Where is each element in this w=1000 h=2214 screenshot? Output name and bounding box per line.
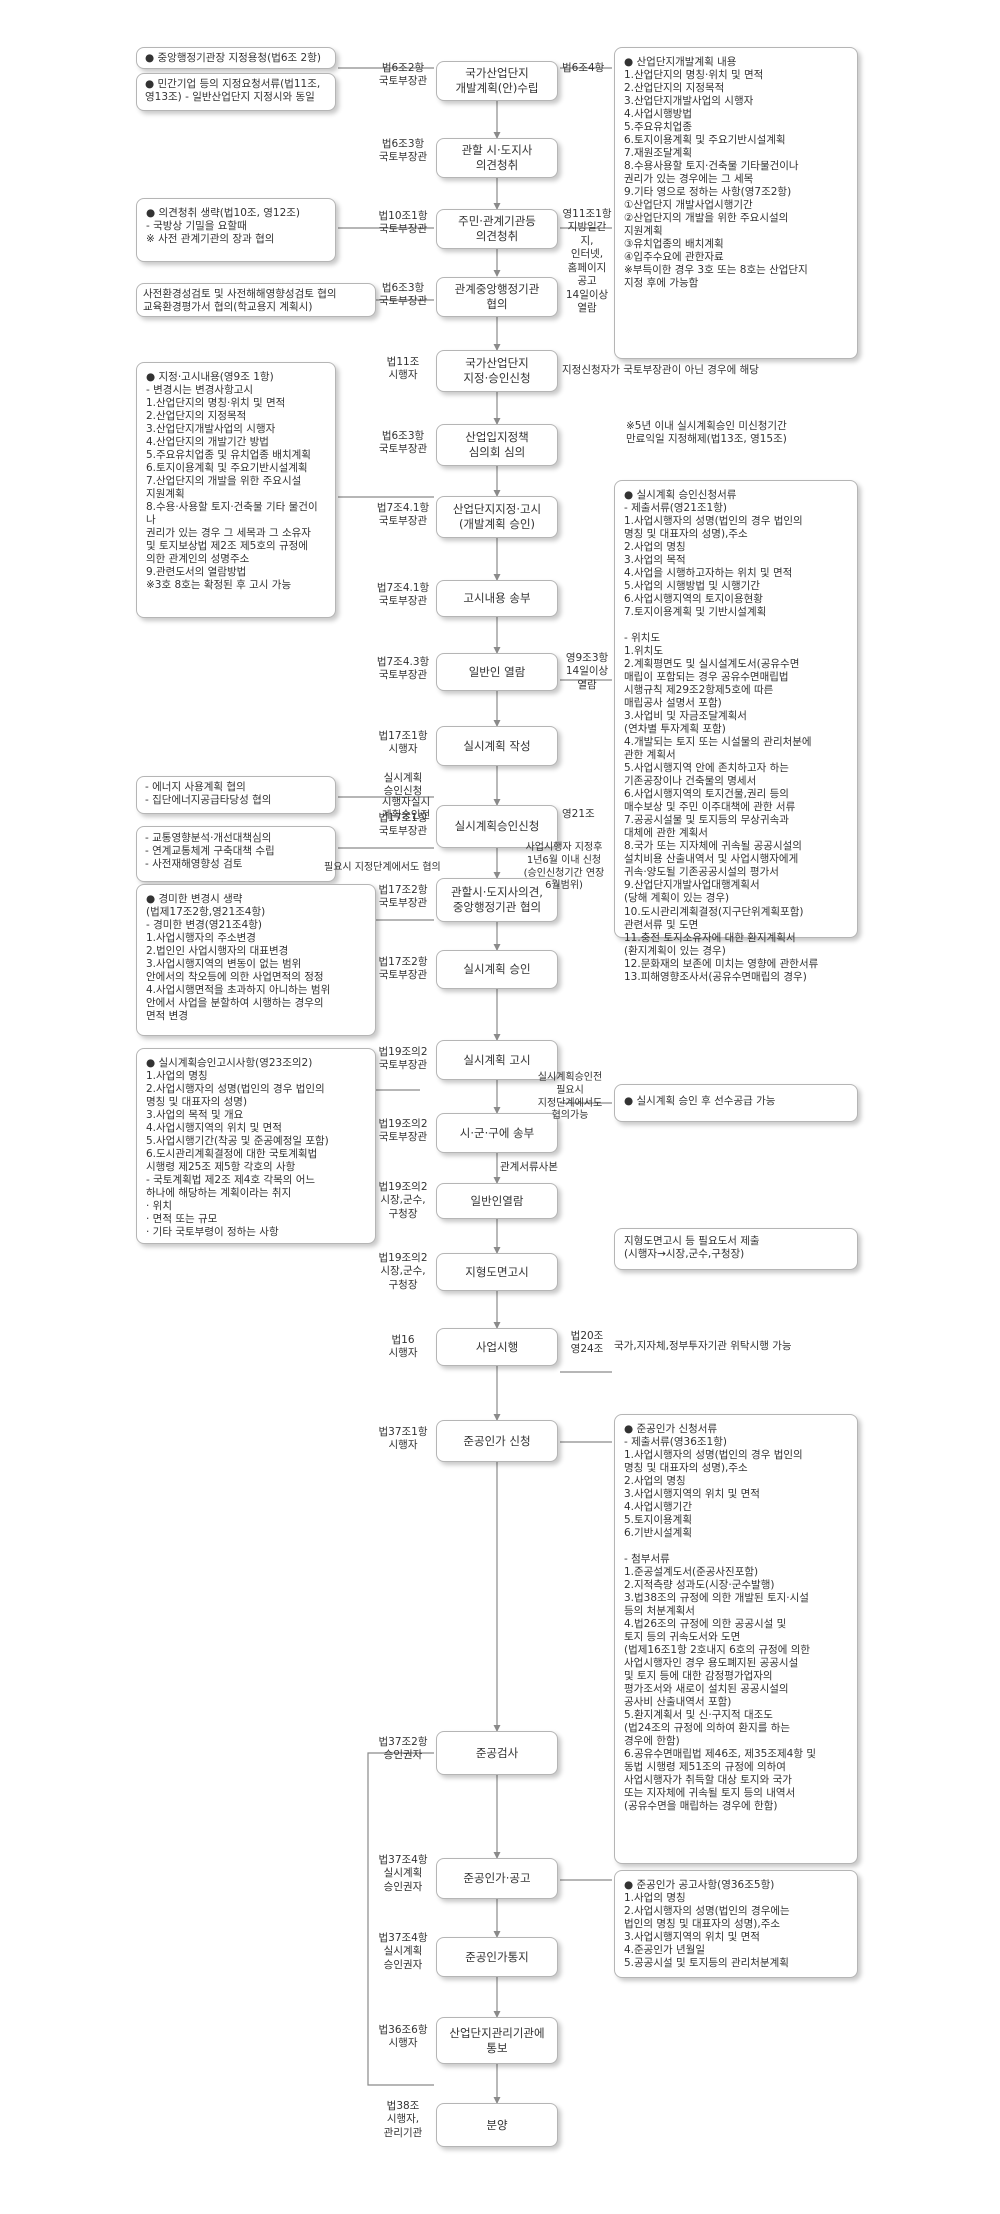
process-node-notice-dispatch: 고시내용 송부 xyxy=(436,580,558,617)
process-node-designation-notice: 산업단지지정·고시 (개발계획 승인) xyxy=(436,496,558,538)
process-node-completion-request: 준공인가 신청 xyxy=(436,1420,558,1462)
right-note-label: 시행자실시 계획승인전 xyxy=(381,796,431,822)
process-node-plan-approval: 실시계획 승인 xyxy=(436,950,558,989)
info-box-development-plan: ● 산업단지개발계획 내용 1.산업단지의 명칭·위치 및 면적 2.산업단지의… xyxy=(614,47,858,359)
legal-basis-label: 법6조2항 국토부장관 xyxy=(378,62,428,88)
legal-basis-label: 법7조4.1항 국토부장관 xyxy=(376,582,430,608)
right-note-label: 관계서류사본 xyxy=(500,1161,558,1173)
legal-basis-label: 법6조3항 국토부장관 xyxy=(378,430,428,456)
info-box-environment-review: 사전환경성검토 및 사전해해영향성검토 협의 교육환경평가서 협의(학교용지 계… xyxy=(136,283,376,317)
right-note-label: 실시계획승인전 필요시 지정단계에서도 협의가능 xyxy=(537,1072,603,1122)
process-node-public-viewing: 일반인열람 xyxy=(436,1183,558,1219)
legal-basis-label: 법11조 시행자 xyxy=(386,356,420,382)
process-node-plan-drafting: 실시계획 작성 xyxy=(436,726,558,766)
info-box-pre-supply: ● 실시계획 승인 후 선수공급 가능 xyxy=(614,1084,858,1122)
legal-basis-label: 법7조4.1항 국토부장관 xyxy=(376,502,430,528)
legal-basis-label: 법19조의2 시장,군수, 구청장 xyxy=(378,1252,428,1291)
info-box-completion-documents: ● 준공인가 신청서류 - 제출서류(영36조1항) 1.사업시행자의 성명(법… xyxy=(614,1414,858,1864)
process-node-public-inspection: 일반인 열람 xyxy=(436,653,558,691)
info-box-designation-notice: ● 지정·고시내용(영9조 1항) - 변경시는 변경사항고시 1.산업단지의 … xyxy=(136,362,336,618)
legal-basis-label: 법19조의2 국토부장관 xyxy=(378,1118,428,1144)
process-node-management-notice: 산업단지관리기관에 통보 xyxy=(436,2017,558,2064)
right-note-label: 법20조 영24조 xyxy=(570,1330,604,1356)
legal-basis-label: 법37조4항 실시계획 승인권자 xyxy=(378,1854,428,1893)
process-node-development-plan: 국가산업단지 개발계획(안)수립 xyxy=(436,61,558,101)
legal-basis-label: 법17조1항 시행자 xyxy=(378,730,428,756)
info-box-plan-approval-documents: ● 실시계획 승인신청서류 - 제출서류(영21조1항) 1.사업시행자의 성명… xyxy=(614,480,858,983)
process-node-completion-inspection: 준공검사 xyxy=(436,1731,558,1775)
info-box-private-request: ● 민간기업 등의 지정요청서류(법11조, 영13조) - 일반산업단지 지정… xyxy=(136,73,336,111)
process-node-policy-committee: 산업입지정책 심의회 심의 xyxy=(436,424,558,466)
right-note-label: 영21조 xyxy=(562,808,595,820)
info-box-central-request: ● 중앙행정기관장 지정용청(법6조 2항) xyxy=(136,47,336,69)
process-node-project-execution: 사업시행 xyxy=(436,1328,558,1366)
process-node-topographic-notice: 지형도면고시 xyxy=(436,1253,558,1291)
info-box-topographic-submission: 지형도면고시 등 필요도서 제출 (시행자→시장,군수,구청장) xyxy=(614,1228,858,1270)
right-note-label: 법6조4항 xyxy=(562,62,605,74)
legal-basis-label: 법6조3항 국토부장관 xyxy=(378,138,428,164)
legal-basis-label: 법37조2항 승인권자 xyxy=(378,1736,428,1762)
legal-basis-label: 법7조4.3항 국토부장관 xyxy=(376,656,430,682)
legal-basis-label: 법19조의2 시장,군수, 구청장 xyxy=(378,1181,428,1220)
legal-basis-label: 법38조 시행자, 관리기관 xyxy=(383,2100,423,2139)
process-node-sale: 분양 xyxy=(436,2103,558,2147)
info-box-completion-notice: ● 준공인가 공고사항(영36조5항) 1.사업의 명칭 2.사업시행자의 성명… xyxy=(614,1870,858,1978)
process-node-designation-request: 국가산업단지 지정·승인신청 xyxy=(436,350,558,392)
process-node-resident-hearing: 주민·관계기관등 의견청취 xyxy=(436,209,558,249)
process-node-completion-notification: 준공인가통지 xyxy=(436,1937,558,1977)
info-box-energy-consultation: - 에너지 사용계획 협의 - 집단에너지공급타당성 협의 xyxy=(136,776,336,814)
process-node-completion-announcement: 준공인가·공고 xyxy=(436,1858,558,1899)
process-node-governor-ministry-opinion: 관할시·도지사의견, 중앙행정기관 협의 xyxy=(436,878,558,922)
legal-basis-label: 법37조4항 실시계획 승인권자 xyxy=(378,1932,428,1971)
legal-basis-label: 실시계획 승인신청 xyxy=(383,772,423,798)
process-node-plan-approval-request: 실시계획승인신청 xyxy=(436,805,558,848)
legal-basis-label: 법17조2항 국토부장관 xyxy=(378,884,428,910)
legal-basis-label: 법19조의2 국토부장관 xyxy=(378,1046,428,1072)
process-node-plan-notice: 실시계획 고시 xyxy=(436,1040,558,1080)
legal-basis-label: 법17조2항 국토부장관 xyxy=(378,956,428,982)
right-note-label: 지정신청자가 국토부장관이 아닌 경우에 해당 xyxy=(562,364,759,376)
legal-basis-label: 법10조1항 국토부장관 xyxy=(378,210,428,236)
legal-basis-label: 법17조1항 국토부장관 xyxy=(378,812,428,838)
process-node-ministry-consultation: 관계중앙행정기관 협의 xyxy=(436,277,558,317)
legal-basis-label: 법16 시행자 xyxy=(388,1334,418,1360)
right-note-label: 필요시 지정단계에서도 협의 xyxy=(324,862,441,873)
info-box-hearing-omission: ● 의견청취 생략(법10조, 영12조) - 국방상 기밀을 요할때 ※ 사전… xyxy=(136,198,336,262)
right-note-label: 영9조3항 14일이상 열람 xyxy=(565,652,609,691)
right-note-label: ※5년 이내 실시계획승인 미신청기간 만료익일 지정해제(법13조, 영15조… xyxy=(626,420,787,446)
right-note-label: 국가,지자체,정부투자기관 위탁시행 가능 xyxy=(614,1340,792,1352)
legal-basis-label: 법36조6항 시행자 xyxy=(378,2024,428,2050)
info-box-traffic-disaster: - 교통영향분석·개선대책심의 - 연계교통체계 구축대책 수립 - 사전재해영… xyxy=(136,826,336,882)
legal-basis-label: 법6조3항 국토부장관 xyxy=(378,282,428,308)
info-box-minor-change: ● 경미한 변경시 생략 (법제17조2항,영21조4항) - 경미한 변경(영… xyxy=(136,884,376,1036)
right-note-label: 영11조1항 지방일간지, 인터넷, 홈페이지 공고 14일이상 열람 xyxy=(562,208,612,315)
process-node-municipal-dispatch: 시·군·구에 송부 xyxy=(436,1113,558,1153)
process-node-governor-opinion: 관할 시·도지사 의견청취 xyxy=(436,138,558,178)
info-box-approval-notice-items: ● 실시계획승인고시사항(영23조의2) 1.사업의 명칭 2.사업시행자의 성… xyxy=(136,1048,376,1244)
legal-basis-label: 법37조1항 시행자 xyxy=(378,1426,428,1452)
right-note-label: 사업시행자 지정후 1년6월 이내 신청 (승인신청기간 연장 6월범위) xyxy=(523,842,605,892)
